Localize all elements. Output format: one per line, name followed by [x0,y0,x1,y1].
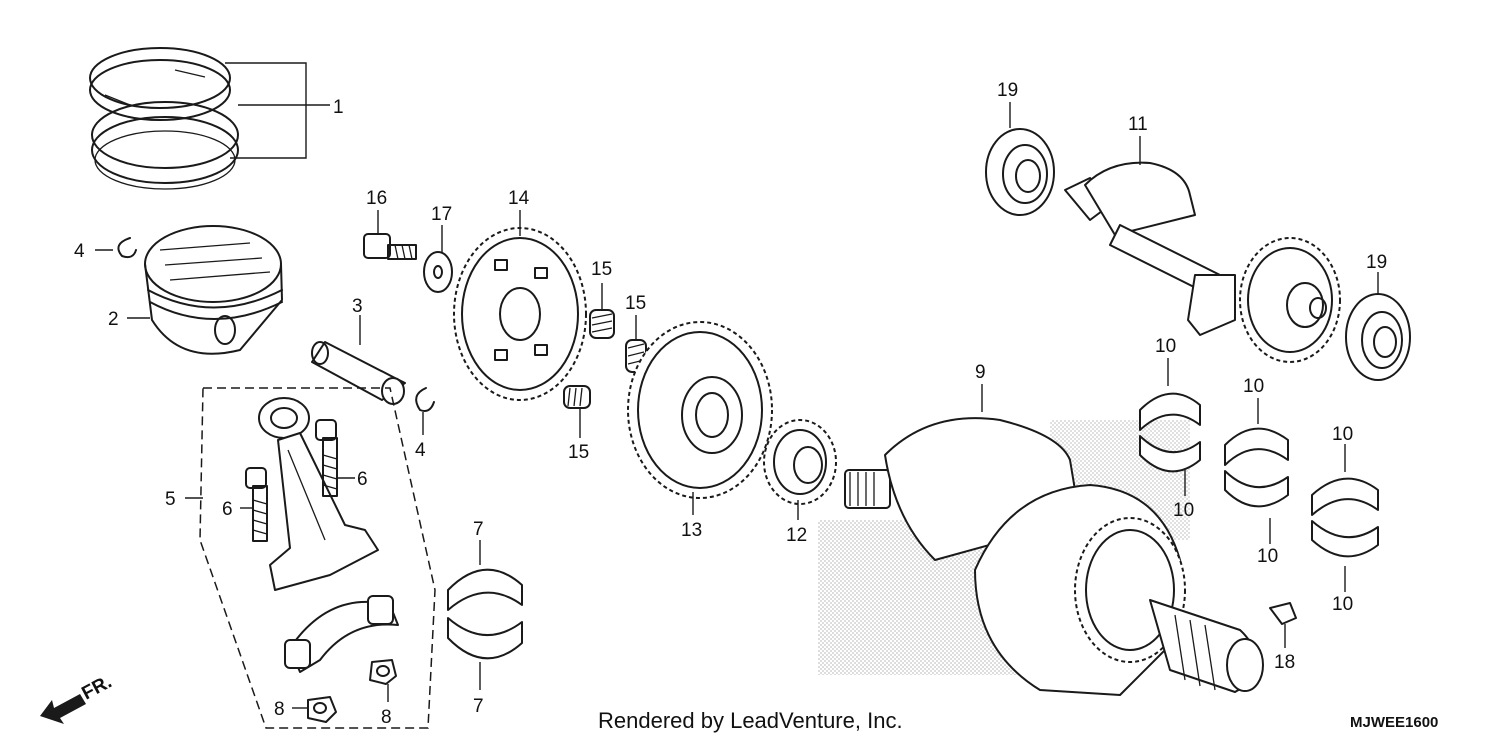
leader-1 [225,62,307,159]
oil-pump-drive-gear[interactable] [763,419,837,505]
diagram-reference-code: MJWEE1600 [1350,714,1439,731]
main-bearing-upper-3[interactable] [1311,477,1379,516]
connecting-rod-cap[interactable] [284,595,399,673]
crankshaft[interactable] [844,417,1264,696]
callout-14[interactable]: 14 [508,188,530,209]
spring-c[interactable] [563,385,591,409]
balancer-shaft[interactable] [1064,161,1341,363]
callout-16[interactable]: 16 [366,188,387,209]
spring-a[interactable] [589,309,615,339]
flange-bolt[interactable] [363,233,417,260]
callout-4b[interactable]: 4 [415,440,426,461]
washer[interactable] [423,251,453,293]
front-arrow-label: FR. [78,672,115,705]
main-bearing-lower-2[interactable] [1224,470,1289,508]
primary-drive-gear[interactable] [627,321,773,499]
main-bearing-upper-1[interactable] [1139,392,1201,431]
connecting-rod-bearing-upper[interactable] [447,568,523,611]
connecting-rod-bolt-left[interactable] [245,467,268,542]
callout-15b[interactable]: 15 [625,293,646,314]
callout-19a[interactable]: 19 [997,80,1018,101]
connecting-rod[interactable] [258,397,379,591]
ball-bearing-left[interactable] [985,128,1055,216]
main-bearing-lower-1[interactable] [1139,435,1201,473]
callout-10b[interactable]: 10 [1173,500,1194,521]
piston-ring-set[interactable] [89,47,239,190]
callout-15c[interactable]: 15 [568,442,589,463]
callout-7a[interactable]: 7 [473,519,484,540]
callout-7b[interactable]: 7 [473,696,484,717]
piston-pin[interactable] [311,341,406,405]
callout-6a[interactable]: 6 [222,499,233,520]
connecting-rod-group-outline [199,387,436,729]
piston-pin-clip-lower[interactable] [415,387,435,412]
woodruff-key[interactable] [1269,602,1297,625]
callout-10e[interactable]: 10 [1332,424,1353,445]
callout-8b[interactable]: 8 [381,707,392,728]
ball-bearing-right[interactable] [1345,293,1411,381]
callout-10c[interactable]: 10 [1243,376,1264,397]
callout-10d[interactable]: 10 [1257,546,1278,567]
connecting-rod-nut-right[interactable] [369,659,397,685]
callout-10f[interactable]: 10 [1332,594,1353,615]
callout-11[interactable]: 11 [1128,114,1148,135]
primary-drive-sub-gear[interactable] [453,227,587,401]
callout-3[interactable]: 3 [352,296,363,317]
callout-18[interactable]: 18 [1274,652,1295,673]
main-bearing-upper-2[interactable] [1224,427,1289,466]
connecting-rod-bolt-right[interactable] [315,419,338,497]
rendered-by-credit: Rendered by LeadVenture, Inc. [598,708,903,733]
piston-pin-clip-upper[interactable] [117,237,137,259]
callout-5[interactable]: 5 [165,489,176,510]
callout-19b[interactable]: 19 [1366,252,1387,273]
callout-10a[interactable]: 10 [1155,336,1176,357]
callout-4a[interactable]: 4 [74,241,85,262]
front-direction-arrow: FR. [40,672,115,724]
callout-1[interactable]: 1 [333,97,344,118]
connecting-rod-nut-left[interactable] [307,696,337,723]
connecting-rod-bearing-lower[interactable] [447,617,523,660]
main-bearing-lower-3[interactable] [1311,520,1379,558]
piston[interactable] [144,225,283,355]
callout-8a[interactable]: 8 [274,699,285,720]
callout-9[interactable]: 9 [975,362,986,383]
callout-12[interactable]: 12 [786,525,807,546]
callout-numbers: 1 2 3 4 4 5 6 6 7 7 8 8 9 10 10 10 10 10… [74,80,1387,728]
callout-2[interactable]: 2 [108,309,119,330]
callout-17[interactable]: 17 [431,204,452,225]
callout-6b[interactable]: 6 [357,469,368,490]
callout-13[interactable]: 13 [681,520,702,541]
callout-15a[interactable]: 15 [591,259,612,280]
